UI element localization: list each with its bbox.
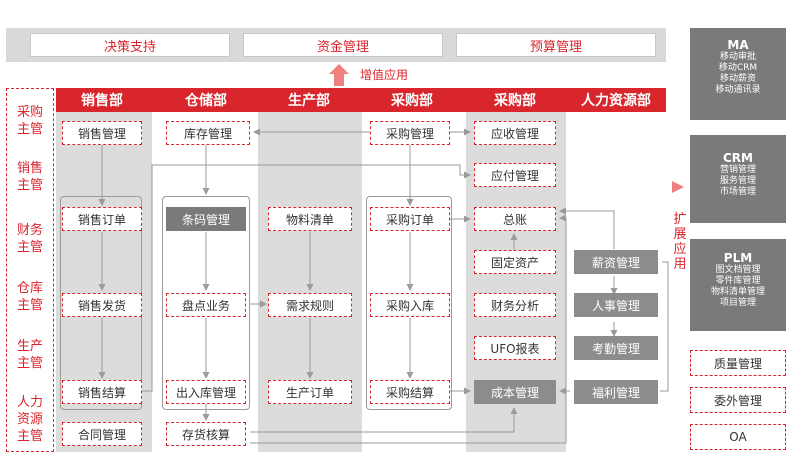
box-welfare-management[interactable]: 福利管理 [574, 380, 658, 404]
purchase-group [366, 196, 452, 410]
role-finance-manager: 财务 主管 [16, 223, 43, 255]
box-sales-settlement[interactable]: 销售结算 [62, 380, 142, 404]
box-receivables[interactable]: 应收管理 [474, 121, 556, 145]
box-purchase-order[interactable]: 采购订单 [370, 207, 450, 231]
box-outsourcing-management[interactable]: 委外管理 [690, 387, 786, 413]
panel-plm-line: 物料清单管理 [710, 287, 765, 297]
box-stocktaking[interactable]: 盘点业务 [166, 293, 246, 317]
panel-ma[interactable]: MA 移动审批 移动CRM 移动薪资 移动通讯录 [690, 28, 786, 120]
role-hr-manager: 人力 资源 主管 [16, 395, 43, 444]
box-oa[interactable]: OA [690, 424, 786, 450]
fund-management-box[interactable]: 资金管理 [243, 33, 443, 57]
box-bill-of-materials[interactable]: 物料清单 [268, 207, 352, 231]
panel-plm-title: PLM [723, 251, 753, 265]
box-purchase-settlement[interactable]: 采购结算 [370, 380, 450, 404]
panel-ma-line: 移动通讯录 [715, 85, 761, 95]
dept-purchase: 采购部 [391, 93, 433, 109]
box-purchase-receipt[interactable]: 采购入库 [370, 293, 450, 317]
box-sales-management[interactable]: 销售管理 [62, 121, 142, 145]
panel-plm-line: 项目管理 [719, 298, 756, 308]
box-personnel-management[interactable]: 人事管理 [574, 293, 658, 317]
box-financial-analysis[interactable]: 财务分析 [474, 293, 556, 317]
box-inventory-management[interactable]: 库存管理 [166, 121, 250, 145]
box-fixed-assets[interactable]: 固定资产 [474, 250, 556, 274]
role-purchase-manager: 采购 主管 [16, 105, 43, 137]
role-warehouse-manager: 仓库 主管 [16, 281, 43, 313]
box-contract-management[interactable]: 合同管理 [62, 422, 142, 446]
value-added-label: 增值应用 [360, 68, 409, 82]
panel-plm-line: 零件库管理 [715, 276, 761, 286]
box-attendance-management[interactable]: 考勤管理 [574, 336, 658, 360]
box-in-out-management[interactable]: 出入库管理 [166, 380, 246, 404]
box-purchase-management[interactable]: 采购管理 [370, 121, 450, 145]
box-salary-management[interactable]: 薪资管理 [574, 250, 658, 274]
panel-plm-line: 图文档管理 [715, 265, 761, 275]
box-payables[interactable]: 应付管理 [474, 163, 556, 187]
decision-support-box[interactable]: 决策支持 [30, 33, 230, 57]
box-sales-delivery[interactable]: 销售发货 [62, 293, 142, 317]
panel-crm[interactable]: CRM 营销管理 服务管理 市场管理 [690, 135, 786, 223]
box-demand-rules[interactable]: 需求规则 [268, 293, 352, 317]
panel-ma-line: 移动CRM [718, 63, 758, 73]
role-sales-manager: 销售 主管 [16, 161, 43, 193]
role-production-manager: 生产 主管 [16, 339, 43, 371]
panel-crm-line: 市场管理 [719, 187, 756, 197]
box-inventory-accounting[interactable]: 存货核算 [166, 422, 246, 446]
box-ufo-report[interactable]: UFO报表 [474, 336, 556, 360]
panel-crm-line: 营销管理 [719, 165, 756, 175]
extend-application-label: 扩 展 应 用 [673, 212, 687, 272]
box-sales-order[interactable]: 销售订单 [62, 207, 142, 231]
budget-management-box[interactable]: 预算管理 [456, 33, 656, 57]
dept-hr: 人力资源部 [581, 93, 651, 109]
panel-ma-line: 移动审批 [719, 52, 756, 62]
dept-warehouse: 仓储部 [185, 93, 227, 109]
box-cost-management[interactable]: 成本管理 [474, 380, 556, 404]
panel-ma-title: MA [727, 38, 749, 52]
box-production-order[interactable]: 生产订单 [268, 380, 352, 404]
box-quality-management[interactable]: 质量管理 [690, 350, 786, 376]
dept-sales: 销售部 [81, 93, 123, 109]
dept-production: 生产部 [288, 93, 330, 109]
box-barcode-management[interactable]: 条码管理 [166, 207, 246, 231]
panel-crm-line: 服务管理 [719, 176, 756, 186]
dept-purchase-2: 采购部 [494, 93, 536, 109]
extend-arrow-icon [672, 181, 684, 193]
panel-ma-line: 移动薪资 [719, 74, 756, 84]
panel-plm[interactable]: PLM 图文档管理 零件库管理 物料清单管理 项目管理 [690, 239, 786, 331]
panel-crm-title: CRM [723, 151, 753, 165]
department-header [56, 88, 666, 112]
roles-panel [6, 88, 54, 452]
box-general-ledger[interactable]: 总账 [474, 207, 556, 231]
